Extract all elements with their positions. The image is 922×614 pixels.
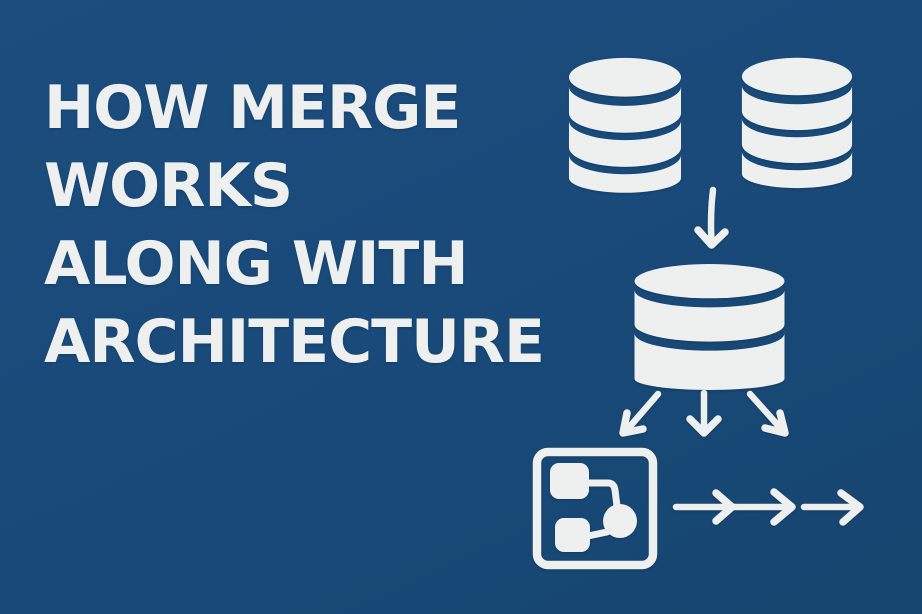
title-line-1: HOW MERGE [44, 73, 461, 143]
flowchart-icon [531, 446, 659, 573]
page-title: HOW MERGE WORKS ALONG WITH ARCHITECTURE [44, 69, 545, 381]
title-line-2: WORKS [44, 151, 293, 221]
database-icon [739, 56, 855, 197]
database-icon [632, 261, 787, 392]
title-line-3: ALONG WITH [44, 229, 469, 299]
arrow-down-icon [692, 186, 730, 256]
database-icon [566, 56, 684, 202]
three-arrows-fanout-icon [608, 388, 800, 450]
chained-right-arrows-icon [670, 486, 875, 528]
title-line-4: ARCHITECTURE [44, 307, 545, 377]
